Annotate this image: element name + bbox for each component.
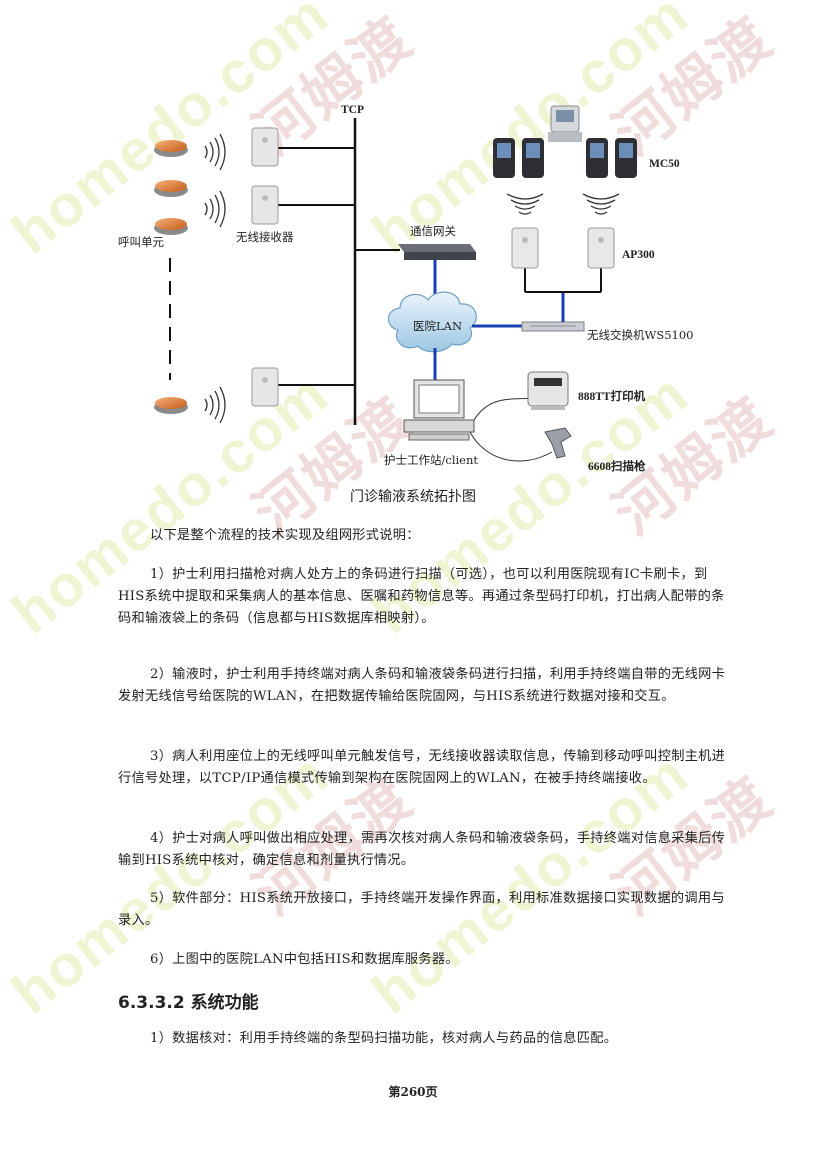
hospital-lan-label: 医院LAN (413, 319, 462, 333)
mc50-label: MC50 (649, 158, 680, 170)
handheld-terminal-device (522, 138, 544, 178)
comm-gateway-device (398, 244, 476, 260)
paragraph-4: 4）护士对病人呼叫做出相应处理，需再次核对病人条码和输液袋条码，手持终端对信息采… (118, 831, 726, 868)
wireless-switch-label: 无线交换机WS5100 (587, 328, 693, 342)
paragraph-3: 3）病人利用座位上的无线呼叫单元触发信号，无线接收器读取信息，传输到移动呼叫控制… (118, 749, 726, 786)
wireless-receiver-device (251, 367, 279, 407)
wireless-switch-device (521, 321, 585, 332)
wireless-receiver-label: 无线接收器 (236, 230, 294, 244)
tcp-label: TCP (341, 104, 364, 116)
paragraph-1: 1）护士利用扫描枪对病人处方上的条码进行扫描（可选），也可以利用医院现有IC卡刷… (118, 567, 725, 626)
radio-wave-icon (204, 133, 226, 171)
workstation-label: 护士工作站/client (384, 453, 478, 467)
nurse-workstation-computer (403, 379, 475, 441)
paragraph-5: 5）软件部分：HIS系统开放接口，手持终端开发操作界面，利用标准数据接口实现数据… (118, 891, 725, 928)
handheld-terminal-device (586, 138, 608, 178)
wireless-receiver-device (251, 127, 279, 167)
figure-caption: 门诊输液系统拓扑图 (350, 489, 476, 505)
ap300-label: AP300 (622, 249, 655, 261)
handheld-terminal-device (615, 138, 637, 178)
scanner-cable (469, 431, 553, 462)
call-unit-label: 呼叫单元 (118, 235, 164, 249)
scanner-label: 6608扫描枪 (588, 459, 646, 473)
radio-wave-icon (582, 193, 620, 215)
wireless-receiver-device (251, 185, 279, 225)
section-heading: 6.3.3.2 系统功能 (118, 993, 259, 1013)
barcode-scanner-device (544, 427, 572, 459)
page-number: 第260页 (388, 1085, 438, 1099)
charging-cradle-device (548, 105, 582, 142)
access-point-device (511, 227, 539, 269)
handheld-terminal-device (493, 138, 515, 178)
radio-wave-icon (506, 193, 544, 215)
radio-wave-icon (204, 190, 226, 228)
hospital-lan-cloud (387, 291, 477, 353)
barcode-printer-device (527, 371, 569, 410)
paragraph-6: 6）上图中的医院LAN中包括HIS和数据库服务器。 (150, 952, 459, 967)
paragraph-7: 1）数据核对：利用手持终端的条型码扫描功能，核对病人与药品的信息匹配。 (150, 1031, 618, 1046)
radio-wave-icon (204, 386, 226, 424)
topology-diagram: TCP 呼叫单元 无线接收器 通信网关 (118, 104, 693, 473)
paragraph-2: 2）输液时，护士利用手持终端对病人条码和输液袋条码进行扫描，利用手持终端自带的无… (118, 667, 726, 704)
printer-cable (473, 397, 536, 421)
comm-gateway-label: 通信网关 (410, 224, 456, 238)
access-point-device (587, 227, 615, 269)
call-unit-device (154, 397, 188, 414)
intro-paragraph: 以下是整个流程的技术实现及组网形式说明： (150, 528, 420, 543)
call-unit-device (154, 140, 188, 157)
printer-label: 888TT打印机 (578, 389, 646, 403)
call-unit-device (154, 218, 188, 235)
call-unit-device (154, 180, 188, 197)
